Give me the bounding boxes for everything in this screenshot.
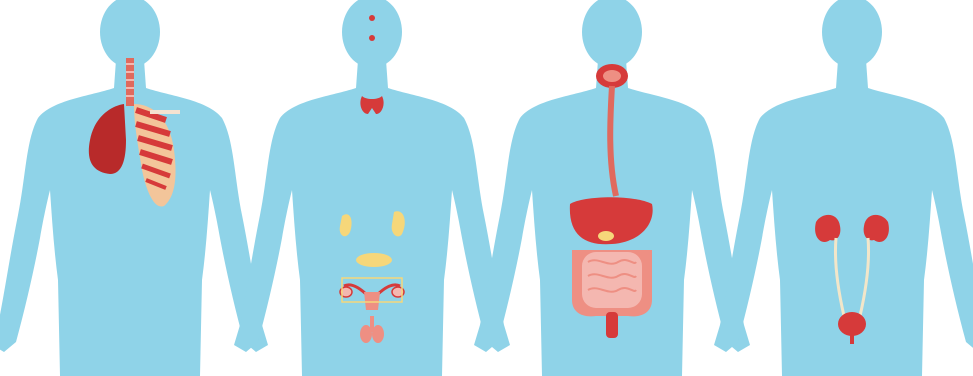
figure-respiratory	[0, 0, 268, 376]
figure-digestive	[474, 0, 750, 376]
figure-urinary	[714, 0, 973, 376]
human-silhouette	[0, 0, 268, 376]
figure-endocrine	[234, 0, 510, 376]
